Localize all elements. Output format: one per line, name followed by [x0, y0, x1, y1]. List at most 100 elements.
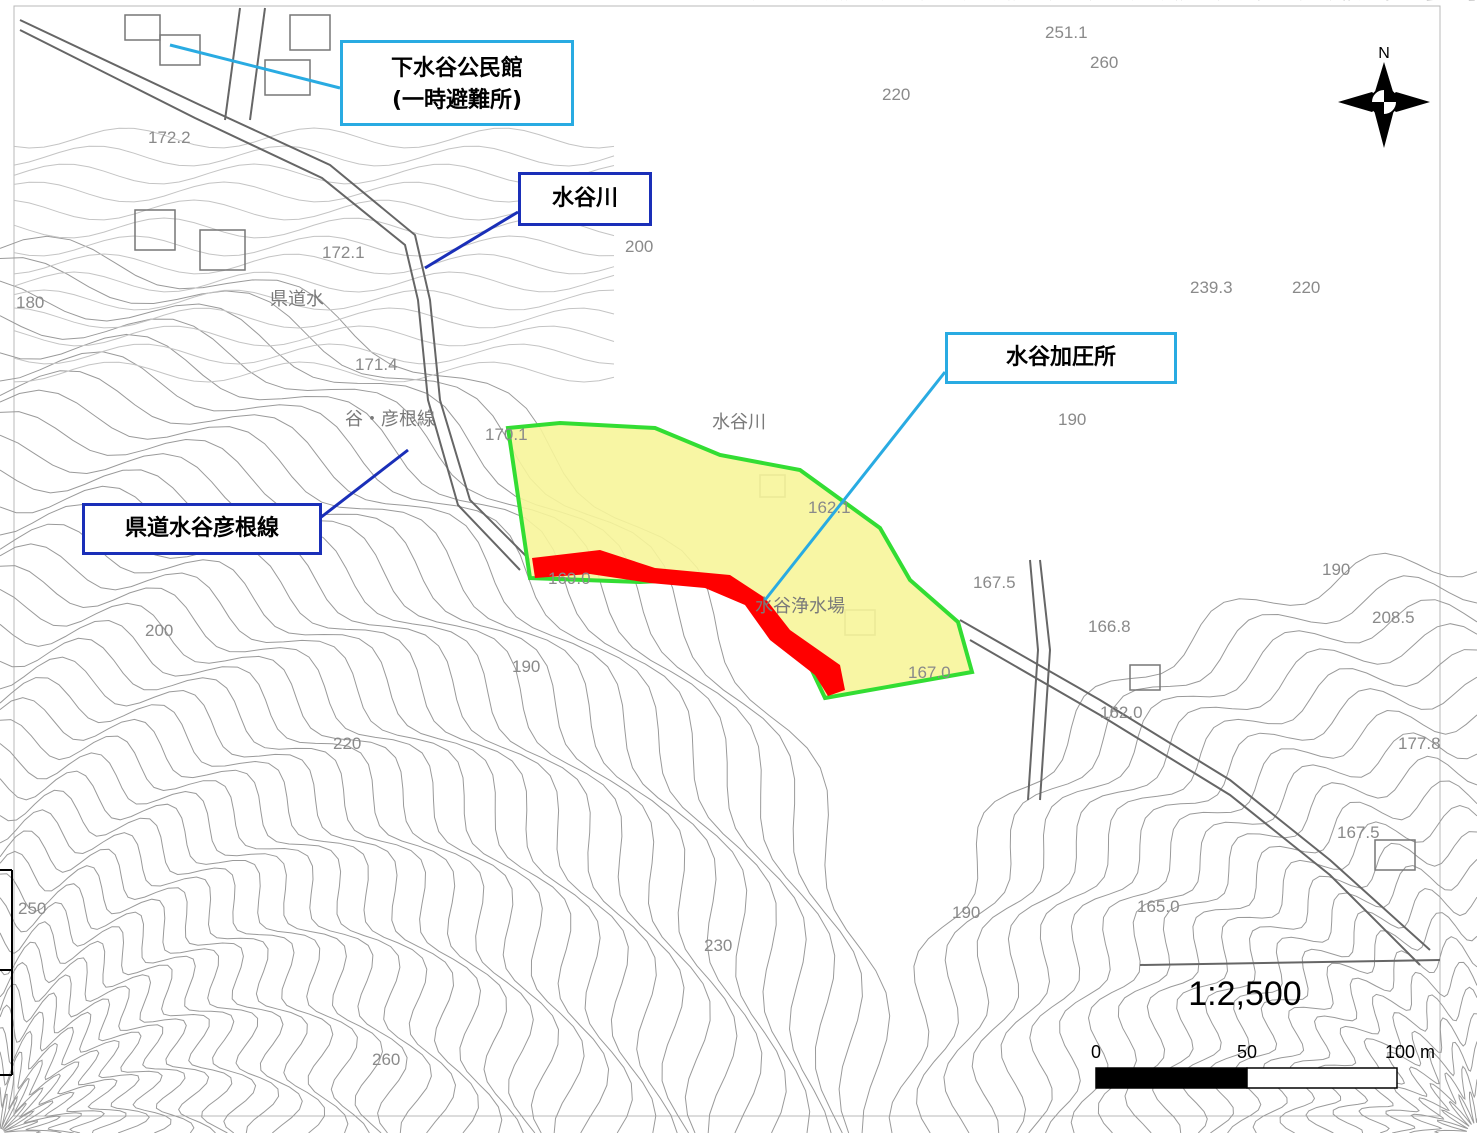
contour-line: [13, 181, 615, 203]
contour-line: [0, 921, 216, 1133]
contour-line: [1045, 709, 1477, 1133]
callout-pressure-station: 水谷加圧所: [945, 332, 1177, 384]
contour-line: [13, 361, 615, 383]
contour-line: [1179, 831, 1477, 1133]
elevation-label: 200: [145, 621, 173, 640]
elevation-label: 230: [704, 936, 732, 955]
contour-line: [0, 983, 150, 1133]
contour-line: [0, 588, 536, 1133]
scale-tick-50: 50: [1237, 1042, 1257, 1062]
elevation-label: 260: [1090, 53, 1118, 72]
elevation-label: 169.0: [548, 569, 591, 588]
map-label-road-a: 県道水: [270, 289, 324, 310]
contour-line: [0, 830, 303, 1133]
contour-line: [0, 469, 678, 1133]
elevation-label: 167.5: [973, 573, 1016, 592]
contour-line: [13, 343, 615, 365]
callout-prefectural-road: 県道水谷彦根線: [82, 503, 322, 555]
callout-community-hall: 下水谷公民館 (一時避難所): [340, 40, 574, 126]
scale-tick-0: 0: [1091, 1042, 1101, 1062]
contour-line: [13, 325, 615, 347]
contour-line: [13, 253, 615, 275]
callout-community-hall-line1: 下水谷公民館: [390, 56, 523, 81]
contour-line: [1332, 986, 1477, 1133]
leader-river: [424, 210, 519, 270]
elevation-label: 190: [512, 657, 540, 676]
elevation-label: 172.2: [148, 128, 191, 147]
contour-line: [0, 351, 787, 1133]
elevation-label: 260: [372, 1050, 400, 1069]
contour-line: [888, 552, 1477, 1133]
contour-line: [1385, 1041, 1477, 1133]
contour-line: [1305, 961, 1477, 1133]
contour-line: [0, 565, 560, 1133]
contour-line: [0, 677, 457, 1133]
contour-line: [0, 523, 610, 1133]
contour-line: [0, 637, 503, 1133]
contour-line: [0, 1004, 127, 1133]
contour-line: [1152, 804, 1477, 1133]
contour-line: [1207, 859, 1477, 1133]
contour-line: [0, 961, 172, 1133]
callout-community-hall-line2: (一時避難所): [391, 88, 523, 113]
map-label-facility: 水谷浄水場: [755, 596, 845, 617]
elevation-label: 165.0: [1137, 897, 1180, 916]
danger-zone-strip: [532, 550, 845, 696]
contour-line: [0, 1027, 105, 1133]
contour-line: [0, 656, 479, 1133]
elevation-label: 200: [625, 237, 653, 256]
scale-tick-100: 100 m: [1385, 1042, 1435, 1062]
contour-line: [916, 575, 1477, 1133]
contour-line: [0, 543, 585, 1133]
elevation-label: 180: [16, 293, 44, 312]
elevation-label: 166.8: [1088, 617, 1131, 636]
contour-line: [0, 897, 233, 1133]
contour-line: [0, 809, 326, 1133]
contour-line: [971, 623, 1477, 1133]
contour-line: [943, 599, 1477, 1133]
leader-prefectural-road: [319, 448, 409, 520]
contour-line: [13, 217, 615, 239]
contour-line: [0, 1071, 62, 1133]
contour-line: [13, 307, 615, 329]
contour-line: [0, 389, 738, 1133]
elevation-label: 220: [882, 85, 910, 104]
north-arrow-icon: N: [1330, 38, 1438, 156]
contour-line: [0, 850, 280, 1133]
elevation-label: 190: [952, 903, 980, 922]
map-label-river: 水谷川: [712, 412, 766, 433]
contour-line: [13, 289, 615, 311]
contour-line: [13, 163, 615, 185]
elevation-label: 172.1: [322, 243, 365, 262]
callout-prefectural-road-label: 県道水谷彦根線: [124, 516, 279, 541]
contour-line: [0, 743, 384, 1133]
elevation-label: 190: [1322, 560, 1350, 579]
contour-line: [1433, 1091, 1477, 1133]
contour-line: [0, 941, 195, 1133]
elevation-label: 208.5: [1372, 608, 1415, 627]
contour-line: [13, 127, 615, 149]
scale-bar: 1:2,500 0 50 100 m: [1091, 975, 1435, 1089]
contour-line: [13, 145, 615, 167]
elevation-label: 162.0: [1100, 703, 1143, 722]
contour-line: [0, 434, 690, 1133]
elevation-label: 190: [1058, 410, 1086, 429]
road-network: [19, 7, 1441, 966]
contour-line: [1358, 1013, 1477, 1133]
elevation-label: 167.0: [908, 663, 951, 682]
contour-line: [1124, 780, 1477, 1133]
contour-line: [0, 873, 257, 1133]
elevation-label: 177.8: [1398, 734, 1441, 753]
leader-pressure-station: [763, 371, 947, 601]
left-edge-legend-fragment: [0, 869, 13, 1076]
callout-pressure-station-label: 水谷加圧所: [1005, 345, 1116, 370]
contour-line: [0, 697, 432, 1133]
scale-ratio: 1:2,500: [1188, 975, 1301, 1013]
callout-river-label: 水谷川: [551, 186, 618, 211]
contour-line: [0, 411, 711, 1133]
contour-line: [1097, 755, 1477, 1133]
elevation-label: 167.5: [1337, 823, 1380, 842]
contour-line: [1000, 649, 1477, 1133]
